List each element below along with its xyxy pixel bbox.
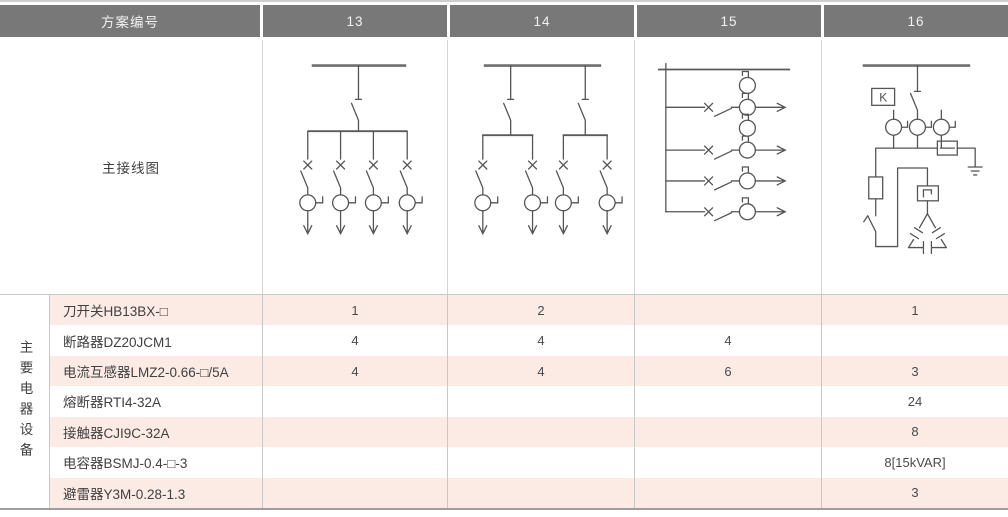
table-row: 电流互感器LMZ2-0.66-□/5A 4 4 6 3 xyxy=(50,355,1008,387)
table-row: 断路器DZ20JCM1 4 4 4 xyxy=(50,325,1008,356)
equipment-value-15: 4 xyxy=(634,325,821,356)
table-row: 熔断器RTI4-32A 24 xyxy=(50,386,1008,417)
equipment-value-14 xyxy=(447,477,634,508)
wiring-diagram-scheme-15 xyxy=(634,40,821,294)
header-row: 方案编号 13 14 15 16 xyxy=(0,5,1008,37)
scheme-14-svg xyxy=(474,64,623,236)
scheme-15-svg xyxy=(657,62,791,222)
equipment-group-cell: 主要电器设备 xyxy=(0,295,50,508)
equipment-group-label: 主要电器设备 xyxy=(17,340,33,463)
table-row: 电容器BSMJ-0.4-□-3 8[15kVAR] xyxy=(50,447,1008,478)
equipment-value-14: 4 xyxy=(447,355,634,387)
header-scheme-label: 方案编号 xyxy=(0,5,260,37)
equipment-value-16: 8 xyxy=(821,416,1008,448)
table-bottom-border xyxy=(0,508,1008,510)
header-scheme-14: 14 xyxy=(450,5,634,37)
equipment-name: 避雷器Y3M-0.28-1.3 xyxy=(63,486,186,502)
equipment-name: 电容器BSMJ-0.4-□-3 xyxy=(63,456,188,472)
equipment-value-14 xyxy=(447,447,634,478)
equipment-value-15 xyxy=(634,295,821,326)
header-scheme-15: 15 xyxy=(637,5,821,37)
equipment-value-13: 4 xyxy=(262,355,447,387)
equipment-name: 刀开关HB13BX-□ xyxy=(63,304,168,320)
equipment-value-14: 2 xyxy=(447,295,634,326)
wiring-diagram-scheme-14 xyxy=(447,40,634,294)
equipment-value-14: 4 xyxy=(447,325,634,356)
equipment-value-16: 3 xyxy=(821,477,1008,508)
scheme-16-svg: K xyxy=(862,64,983,255)
equipment-value-13 xyxy=(262,477,447,508)
table-row: 刀开关HB13BX-□ 1 2 1 xyxy=(50,295,1008,326)
equipment-rows: 刀开关HB13BX-□ 1 2 1 断路器DZ20JCM1 4 4 4 电流互感… xyxy=(50,295,1008,508)
equipment-value-16: 3 xyxy=(821,355,1008,387)
table-row: 接触器CJI9C-32A 8 xyxy=(50,416,1008,448)
wiring-diagram-label: 主接线图 xyxy=(102,161,160,176)
equipment-value-15: 6 xyxy=(634,355,821,387)
equipment-value-16: 24 xyxy=(821,386,1008,417)
equipment-value-13: 4 xyxy=(262,325,447,356)
header-scheme-13: 13 xyxy=(263,5,447,37)
equipment-section: 主要电器设备 刀开关HB13BX-□ 1 2 1 断路器DZ20JCM1 4 4… xyxy=(0,295,1008,508)
equipment-value-15 xyxy=(634,386,821,417)
equipment-name: 断路器DZ20JCM1 xyxy=(63,334,172,350)
equipment-name: 熔断器RTI4-32A xyxy=(63,395,162,411)
k-switch-label: K xyxy=(879,90,887,104)
scheme-13-svg xyxy=(299,64,423,236)
table-top-border xyxy=(0,0,1008,2)
equipment-name: 电流互感器LMZ2-0.66-□/5A xyxy=(63,365,229,381)
equipment-value-15 xyxy=(634,416,821,448)
wiring-diagram-scheme-16: K xyxy=(821,40,1008,294)
equipment-value-16: 8[15kVAR] xyxy=(821,447,1008,478)
equipment-value-15 xyxy=(634,447,821,478)
equipment-value-13 xyxy=(262,416,447,448)
equipment-value-14 xyxy=(447,386,634,417)
equipment-value-13: 1 xyxy=(262,295,447,326)
equipment-value-13 xyxy=(262,386,447,417)
equipment-value-16: 1 xyxy=(821,295,1008,326)
equipment-value-15 xyxy=(634,477,821,508)
wiring-diagram-row: 主接线图 xyxy=(0,40,1008,295)
equipment-name: 接触器CJI9C-32A xyxy=(63,425,170,441)
header-scheme-16: 16 xyxy=(824,5,1008,37)
table-row: 避雷器Y3M-0.28-1.3 3 xyxy=(50,477,1008,508)
equipment-value-16 xyxy=(821,325,1008,356)
equipment-value-14 xyxy=(447,416,634,448)
equipment-value-13 xyxy=(262,447,447,478)
wiring-diagram-scheme-13 xyxy=(262,40,447,294)
